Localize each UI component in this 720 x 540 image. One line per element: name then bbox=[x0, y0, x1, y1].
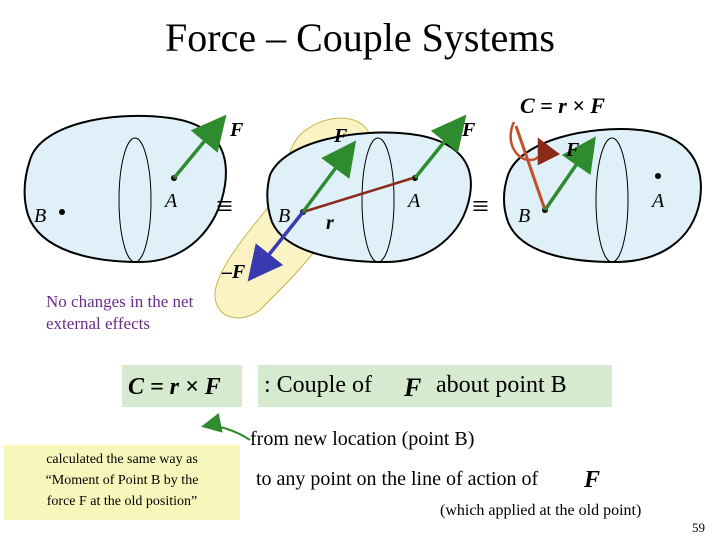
equivalence-symbol-1: ≡ bbox=[216, 190, 233, 223]
couple-suffix: about point B bbox=[436, 372, 567, 398]
rigid-body-3 bbox=[502, 121, 702, 264]
equation-box: C = r × F bbox=[122, 365, 242, 407]
calc-line-1: calculated the same way as bbox=[46, 452, 198, 467]
to-force-f: F bbox=[584, 467, 601, 493]
force-f-label-3: F bbox=[462, 119, 476, 141]
point-b-label-1: B bbox=[34, 205, 47, 227]
calculation-note-box: calculated the same way as “Moment of Po… bbox=[4, 445, 240, 520]
net-effects-note: No changes in the net external effects bbox=[46, 291, 193, 335]
point-b-label-3: B bbox=[518, 205, 531, 227]
position-r-label: r bbox=[326, 212, 334, 234]
point-a-label-3: A bbox=[652, 190, 665, 212]
pointer-arrow bbox=[201, 413, 251, 441]
page-number: 59 bbox=[692, 520, 705, 535]
point-b-label-2: B bbox=[278, 205, 291, 227]
calc-line-3: force F at the old position” bbox=[46, 494, 198, 509]
force-f-label-4: F bbox=[566, 139, 580, 161]
couple-description-box: : Couple of F about point B bbox=[258, 365, 612, 407]
equivalence-symbol-2: ≡ bbox=[472, 190, 489, 223]
couple-prefix: : Couple of bbox=[264, 372, 372, 398]
point-a-label-2: A bbox=[408, 190, 421, 212]
force-f-label-1: F bbox=[230, 119, 244, 141]
rigid-body-2 bbox=[247, 114, 472, 282]
page-title: Force – Couple Systems bbox=[165, 15, 555, 60]
from-location-text: from new location (point B) bbox=[250, 428, 475, 450]
to-line-of-action-text: to any point on the line of action of bbox=[256, 468, 539, 490]
rigid-body-1 bbox=[23, 114, 227, 264]
neg-force-f-label: –F bbox=[222, 261, 246, 283]
old-point-note: (which applied at the old point) bbox=[440, 502, 642, 519]
couple-force-f: F bbox=[404, 373, 422, 402]
couple-equation: C = r × F bbox=[128, 374, 221, 400]
note-line-1: No changes in the net bbox=[46, 292, 194, 311]
force-f-label-2: F bbox=[334, 125, 348, 147]
calc-line-2: “Moment of Point B by the bbox=[45, 473, 199, 488]
note-line-2: external effects bbox=[46, 314, 150, 334]
couple-formula-top: C = r × F bbox=[520, 93, 605, 118]
point-a-label-1: A bbox=[165, 190, 178, 212]
